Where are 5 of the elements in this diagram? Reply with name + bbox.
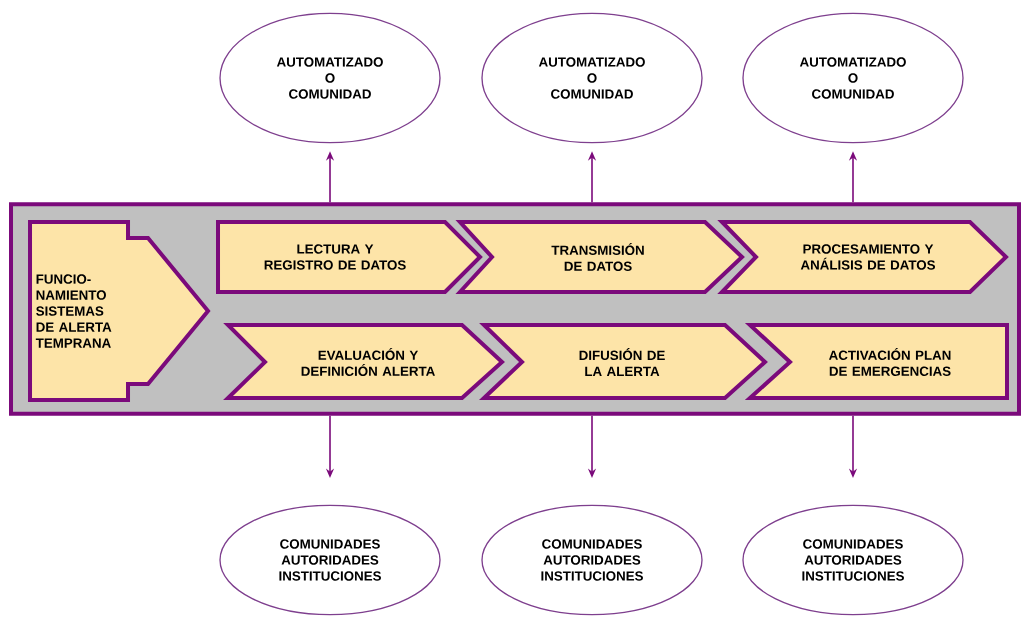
- chevron-box: PROCESAMIENTO Y ANÁLISIS DE DATOS: [717, 220, 1009, 294]
- node-label: PROCESAMIENTO Y ANÁLISIS DE DATOS: [800, 244, 936, 270]
- chevron-box: LECTURA Y REGISTRO DE DATOS: [216, 220, 483, 294]
- chevron-box: ACTIVACIÓN PLAN DE EMERGENCIAS: [744, 323, 1009, 400]
- chevron-box: FUNCIO- NAMIENTO SISTEMAS DE ALERTA TEMPRANA: [28, 220, 211, 402]
